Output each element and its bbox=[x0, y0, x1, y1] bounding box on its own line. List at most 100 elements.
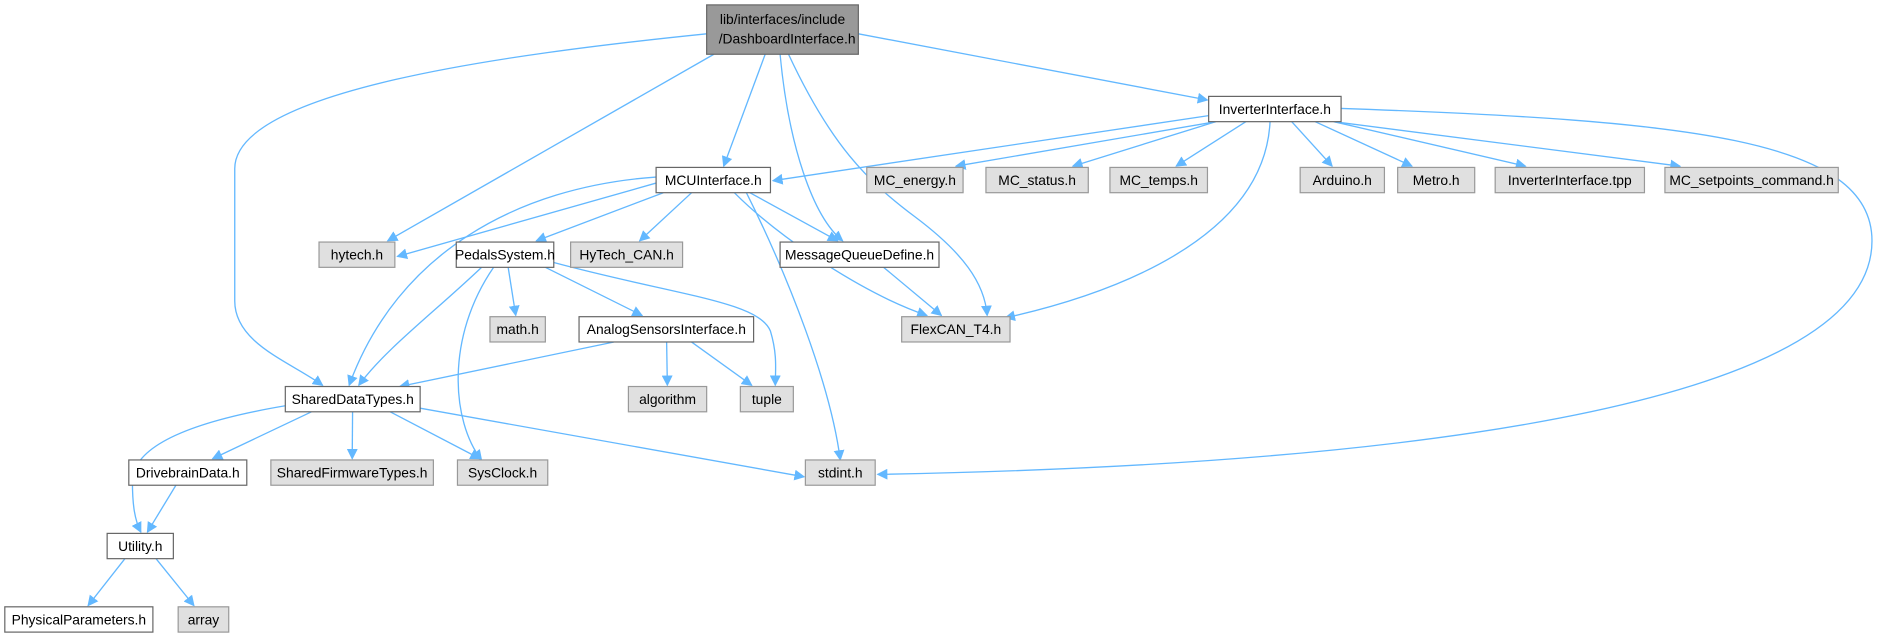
node-label: SharedDataTypes.h bbox=[292, 391, 414, 407]
node-label: tuple bbox=[752, 391, 782, 407]
edge-root-to-flex bbox=[787, 53, 992, 317]
edge-utl-to-arr bbox=[155, 558, 195, 607]
edge-sdt-to-dbd bbox=[211, 411, 312, 460]
node-hytech-h: hytech.h bbox=[318, 241, 396, 268]
edge-ped-to-tup bbox=[553, 261, 781, 387]
edge-inv-to-msp bbox=[1333, 121, 1682, 171]
edge-asi-to-alg bbox=[661, 341, 673, 387]
node-mc-status-h: MC_status.h bbox=[985, 166, 1089, 194]
node-math-h: math.h bbox=[489, 316, 546, 343]
edge-mcu-to-sdt bbox=[347, 176, 657, 387]
node-label: MC_setpoints_command.h bbox=[1669, 172, 1833, 188]
edge-ped-to-sys bbox=[457, 266, 495, 461]
edge-mcu-to-std bbox=[745, 192, 845, 462]
edge-root-to-inv bbox=[858, 33, 1209, 104]
edge-inv-to-tpp bbox=[1333, 121, 1527, 170]
edge-asi-to-sdt bbox=[398, 341, 615, 390]
node-physicalparameters-h[interactable]: PhysicalParameters.h bbox=[4, 606, 154, 633]
node-mcuinterface-h[interactable]: MCUInterface.h bbox=[655, 166, 772, 194]
edge-inv-to-std bbox=[876, 107, 1873, 480]
node-utility-h[interactable]: Utility.h bbox=[106, 532, 174, 560]
node-mc-setpoints-command-h: MC_setpoints_command.h bbox=[1664, 166, 1839, 194]
node-label: SysClock.h bbox=[468, 464, 537, 480]
node-label: PedalsSystem.h bbox=[455, 247, 555, 263]
node-sharedfirmwaretypes-h: SharedFirmwareTypes.h bbox=[270, 459, 434, 486]
node-box bbox=[1397, 166, 1476, 194]
node-box bbox=[456, 459, 549, 486]
node-label: MC_status.h bbox=[998, 172, 1076, 188]
node-label: PhysicalParameters.h bbox=[12, 611, 147, 627]
edge-ped-to-asi bbox=[545, 266, 644, 317]
node-shareddatatypes-h[interactable]: SharedDataTypes.h bbox=[284, 385, 421, 413]
node-box bbox=[106, 532, 174, 560]
node-label: MCUInterface.h bbox=[665, 172, 762, 188]
node-box bbox=[284, 385, 421, 413]
node-label: Metro.h bbox=[1413, 172, 1460, 188]
edge-root-to-mcu bbox=[721, 54, 766, 168]
node-box bbox=[1494, 166, 1646, 194]
root-node-dashboard-interface[interactable]: lib/interfaces/include /DashboardInterfa… bbox=[706, 4, 859, 55]
node-label: Utility.h bbox=[118, 538, 162, 554]
edge-mcu-to-hcan bbox=[638, 192, 693, 242]
node-box bbox=[128, 459, 248, 486]
node-label: MessageQueueDefine.h bbox=[785, 247, 934, 263]
node-label: stdint.h bbox=[818, 464, 863, 480]
edge-mqd-to-flex bbox=[883, 266, 943, 317]
edge-sdt-to-std bbox=[420, 407, 806, 481]
node-label: MC_temps.h bbox=[1120, 172, 1198, 188]
node-box bbox=[177, 606, 230, 633]
node-label: InverterInterface.h bbox=[1219, 101, 1331, 117]
node-label: MC_energy.h bbox=[874, 172, 956, 188]
node-box bbox=[627, 385, 708, 413]
edge-inv-to-mce bbox=[954, 121, 1216, 170]
node-box bbox=[901, 316, 1011, 343]
edge-root-to-hyt bbox=[386, 53, 715, 242]
node-box bbox=[4, 606, 154, 633]
edge-ped-to-math bbox=[507, 267, 520, 317]
node-box bbox=[1109, 166, 1209, 194]
edge-asi-to-tup bbox=[691, 341, 753, 386]
node-box bbox=[570, 241, 684, 268]
node-arduino-h: Arduino.h bbox=[1299, 166, 1386, 194]
edges bbox=[87, 33, 1873, 607]
edge-ped-to-sdt bbox=[358, 266, 482, 387]
node-inverterinterface-h[interactable]: InverterInterface.h bbox=[1208, 95, 1342, 123]
edge-inv-to-flex bbox=[1004, 121, 1271, 322]
root-label-line1: lib/interfaces/include bbox=[720, 11, 846, 27]
edge-root-to-sdt bbox=[234, 33, 707, 386]
node-box bbox=[779, 241, 940, 268]
edge-utl-to-phy bbox=[87, 558, 126, 607]
root-label-line2: /DashboardInterface.h bbox=[719, 30, 856, 46]
node-box bbox=[655, 166, 772, 194]
node-flexcan-t4-h: FlexCAN_T4.h bbox=[901, 316, 1011, 343]
edge-mcu-to-hyt bbox=[396, 182, 657, 260]
node-box bbox=[1299, 166, 1386, 194]
node-drivebraindata-h[interactable]: DrivebrainData.h bbox=[128, 459, 248, 486]
node-label: algorithm bbox=[639, 391, 696, 407]
node-label: DrivebrainData.h bbox=[136, 464, 240, 480]
edge-root-to-mqd bbox=[779, 54, 844, 242]
node-label: math.h bbox=[497, 321, 539, 337]
node-analogsensorsinterface-h[interactable]: AnalogSensorsInterface.h bbox=[578, 316, 755, 343]
node-box bbox=[866, 166, 964, 194]
node-box bbox=[804, 459, 876, 486]
node-hytech-can-h: HyTech_CAN.h bbox=[570, 241, 684, 268]
node-box bbox=[985, 166, 1089, 194]
node-box bbox=[270, 459, 434, 486]
edge-dbd-to-utl bbox=[146, 484, 177, 534]
node-mc-energy-h: MC_energy.h bbox=[866, 166, 964, 194]
edge-mcu-to-mqd bbox=[749, 192, 839, 242]
node-messagequeuedefine-h[interactable]: MessageQueueDefine.h bbox=[779, 241, 940, 268]
node-box bbox=[455, 241, 555, 268]
node-metro-h: Metro.h bbox=[1397, 166, 1476, 194]
edge-inv-to-ard bbox=[1291, 121, 1333, 168]
node-label: Arduino.h bbox=[1313, 172, 1372, 188]
node-label: hytech.h bbox=[331, 247, 383, 263]
node-label: array bbox=[188, 611, 220, 627]
nodes: lib/interfaces/include /DashboardInterfa… bbox=[4, 4, 1839, 633]
node-pedalssystem-h[interactable]: PedalsSystem.h bbox=[455, 241, 555, 268]
edge-inv-to-mcu bbox=[771, 114, 1209, 185]
node-inverterinterface-tpp: InverterInterface.tpp bbox=[1494, 166, 1646, 194]
node-label: HyTech_CAN.h bbox=[579, 247, 674, 263]
